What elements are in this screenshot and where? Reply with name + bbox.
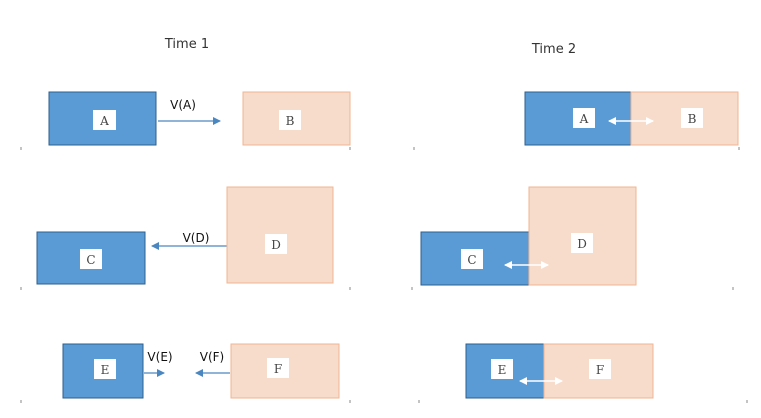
t2-label-bg-f <box>589 359 611 379</box>
t1-row2: C V(D) D <box>36 186 334 285</box>
t2-label-a: A <box>579 112 589 126</box>
t1-label-c: C <box>86 253 95 267</box>
t2-label-bg-c <box>461 249 483 269</box>
t1-velocity-label-d: V(D) <box>183 231 210 245</box>
t1-row3: E V(E) V(F) F <box>62 343 340 399</box>
t2-row2: C D <box>420 186 637 286</box>
t2-label-b: B <box>688 112 697 126</box>
t2-box-e <box>465 343 545 399</box>
time1-heading: Time 1 <box>164 37 209 52</box>
t1-label-d: D <box>271 238 281 252</box>
t1-label-a: A <box>99 114 109 128</box>
t1-label-b: B <box>286 114 295 128</box>
t2-label-bg-e <box>491 359 513 379</box>
t1-row1: A V(A) B <box>48 91 351 146</box>
t2-label-e: E <box>498 363 507 377</box>
t1-label-bg-c <box>80 249 102 269</box>
time2-heading: Time 2 <box>531 42 576 57</box>
t1-label-bg-f <box>267 358 289 378</box>
t1-label-bg-b <box>279 110 301 130</box>
t2-row3: E F <box>465 343 654 399</box>
t1-label-f: F <box>274 362 282 376</box>
t2-label-bg-a <box>573 108 595 128</box>
t1-velocity-label-a: V(A) <box>170 98 196 112</box>
t2-row1: A B <box>524 91 739 146</box>
t2-label-bg-b <box>681 108 703 128</box>
t2-label-f: F <box>596 363 604 377</box>
t2-label-c: C <box>467 253 476 267</box>
t1-velocity-label-f: V(F) <box>200 350 224 364</box>
t1-label-bg-a <box>93 110 116 130</box>
t2-label-bg-d <box>571 233 593 253</box>
t1-label-bg-e <box>94 359 116 379</box>
t2-label-d: D <box>577 237 587 251</box>
t1-label-e: E <box>101 363 110 377</box>
baseline-ticks <box>20 147 748 403</box>
t1-label-bg-d <box>265 234 287 254</box>
t1-velocity-label-e: V(E) <box>147 350 172 364</box>
